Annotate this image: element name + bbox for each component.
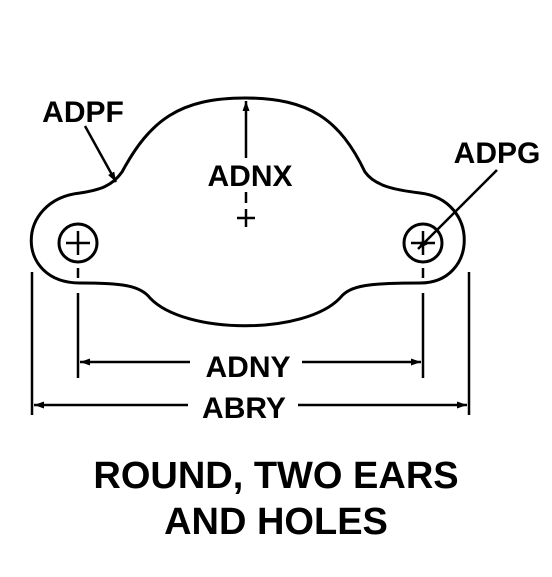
ear-leader-arrow	[417, 169, 498, 250]
center-mark	[237, 192, 255, 227]
caption-line-1: ROUND, TWO EARS	[93, 455, 459, 497]
label-overall-length: ABRY	[202, 392, 286, 425]
label-fillet-radius: ADPF	[42, 96, 124, 129]
label-hole-spacing: ADNY	[205, 351, 290, 384]
extension-lines	[30, 268, 471, 415]
part-outline	[29, 96, 466, 328]
fillet-leader-arrow	[83, 125, 118, 183]
label-body-height: ADNX	[207, 160, 292, 193]
label-ear-radius: ADPG	[454, 137, 541, 170]
caption-line-2: AND HOLES	[164, 501, 388, 543]
left-hole	[57, 222, 99, 264]
